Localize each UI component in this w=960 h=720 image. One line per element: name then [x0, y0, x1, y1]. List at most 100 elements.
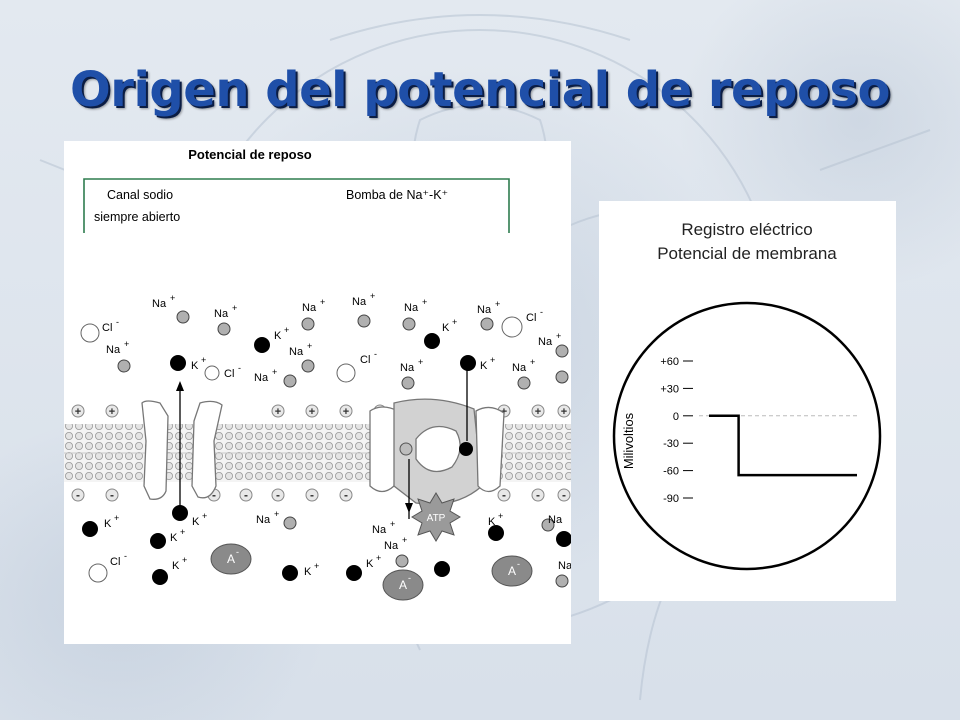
svg-text:A: A [508, 564, 516, 578]
svg-text:-: - [76, 488, 80, 502]
svg-text:+: + [182, 555, 187, 565]
svg-text:Na: Na [254, 372, 269, 384]
y-tick-label: -60 [663, 466, 679, 478]
recording-title-line1: Registro eléctrico [681, 220, 812, 239]
y-tick-label: +60 [660, 356, 679, 368]
anion: A- [491, 555, 533, 587]
svg-text:+: + [402, 535, 407, 545]
svg-text:+: + [320, 297, 325, 307]
svg-text:Na: Na [256, 514, 271, 526]
extracellular-ions: Na+ Na+ Na+ Na+ Na+ Na+ Na+ Na+ Na+ Na+ … [80, 291, 569, 390]
svg-text:+: + [232, 303, 237, 313]
y-tick-label: 0 [673, 411, 679, 423]
svg-text:+: + [501, 406, 507, 418]
svg-text:+: + [376, 553, 381, 563]
svg-text:+: + [284, 325, 289, 335]
svg-text:Na: Na [214, 308, 229, 320]
svg-text:-: - [517, 559, 520, 569]
svg-text:-: - [238, 363, 241, 373]
svg-text:-: - [310, 488, 314, 502]
anion: A- [382, 569, 424, 601]
intracellular-ions: K+ K+ K+ K+ K+ K+ K+ Na+ Na+ Na+ Na Na C… [82, 505, 573, 601]
svg-text:+: + [343, 406, 349, 418]
svg-text:+: + [109, 406, 115, 418]
svg-text:Na: Na [558, 560, 571, 572]
y-axis-label: Milivoltios [621, 412, 636, 469]
svg-text:+: + [274, 509, 279, 519]
sodium-channel [141, 400, 223, 500]
membrane-diagram-panel: Potencial de reposo Canal sodio siempre … [64, 141, 573, 644]
svg-text:+: + [495, 299, 500, 309]
svg-text:+: + [530, 357, 535, 367]
recording-title-line2: Potencial de membrana [657, 244, 837, 263]
svg-text:-: - [236, 547, 239, 557]
y-axis-ticks: +60+300-30-60-90 [660, 356, 693, 505]
svg-text:+: + [418, 357, 423, 367]
svg-text:-: - [110, 488, 114, 502]
svg-text:Na: Na [106, 344, 121, 356]
svg-text:Na: Na [404, 302, 419, 314]
svg-text:+: + [498, 511, 503, 521]
svg-text:+: + [314, 561, 319, 571]
membrane-potential-recording: Registro eléctrico Potencial de membrana… [612, 220, 882, 571]
outer-plus-charges: + + + + + + + + + [71, 404, 571, 418]
svg-text:Cl: Cl [102, 322, 112, 334]
svg-text:+: + [535, 406, 541, 418]
svg-text:+: + [272, 367, 277, 377]
slide-title: Origen del potencial de reposo [69, 62, 891, 118]
svg-text:K: K [480, 360, 488, 372]
svg-text:K: K [274, 330, 282, 342]
membrane-diagram: Potencial de reposo Canal sodio siempre … [64, 147, 573, 601]
svg-text:+: + [452, 317, 457, 327]
svg-text:Na: Na [548, 514, 563, 526]
svg-text:-: - [540, 307, 543, 317]
oscilloscope-screen [612, 301, 882, 571]
svg-text:K: K [304, 566, 312, 578]
svg-text:-: - [408, 573, 411, 583]
svg-text:+: + [370, 291, 375, 301]
svg-text:Na: Na [352, 296, 367, 308]
top-frame [83, 178, 510, 233]
svg-text:+: + [75, 406, 81, 418]
svg-text:Na: Na [400, 362, 415, 374]
potential-trace [709, 414, 857, 477]
svg-text:+: + [124, 339, 129, 349]
svg-text:Cl: Cl [224, 368, 234, 380]
svg-text:Cl: Cl [360, 354, 370, 366]
svg-text:+: + [307, 341, 312, 351]
svg-text:-: - [562, 488, 566, 502]
svg-text:K: K [170, 532, 178, 544]
atp-burst: ATP [411, 492, 461, 542]
svg-text:+: + [114, 513, 119, 523]
svg-text:Na: Na [512, 362, 527, 374]
svg-text:-: - [344, 488, 348, 502]
y-tick-label: -90 [663, 493, 679, 505]
svg-text:-: - [276, 488, 280, 502]
svg-text:K: K [192, 516, 200, 528]
svg-text:K: K [104, 518, 112, 530]
svg-text:Na: Na [538, 336, 553, 348]
svg-text:Na: Na [302, 302, 317, 314]
svg-text:K: K [488, 516, 496, 528]
svg-text:K: K [366, 558, 374, 570]
svg-text:K: K [172, 560, 180, 572]
svg-text:Na: Na [384, 540, 399, 552]
svg-text:+: + [390, 519, 395, 529]
svg-text:+: + [422, 297, 427, 307]
svg-text:Cl: Cl [526, 312, 536, 324]
svg-text:K: K [442, 322, 450, 334]
svg-text:A: A [399, 578, 407, 592]
svg-text:+: + [202, 511, 207, 521]
svg-text:Na: Na [289, 346, 304, 358]
svg-text:-: - [374, 349, 377, 359]
svg-text:+: + [490, 355, 495, 365]
pump-na-site [399, 442, 413, 456]
svg-text:+: + [561, 406, 567, 418]
svg-text:+: + [275, 406, 281, 418]
svg-text:ATP: ATP [427, 513, 446, 524]
svg-text:+: + [170, 293, 175, 303]
svg-text:+: + [309, 406, 315, 418]
svg-text:-: - [244, 488, 248, 502]
svg-text:-: - [536, 488, 540, 502]
svg-text:A: A [227, 552, 235, 566]
